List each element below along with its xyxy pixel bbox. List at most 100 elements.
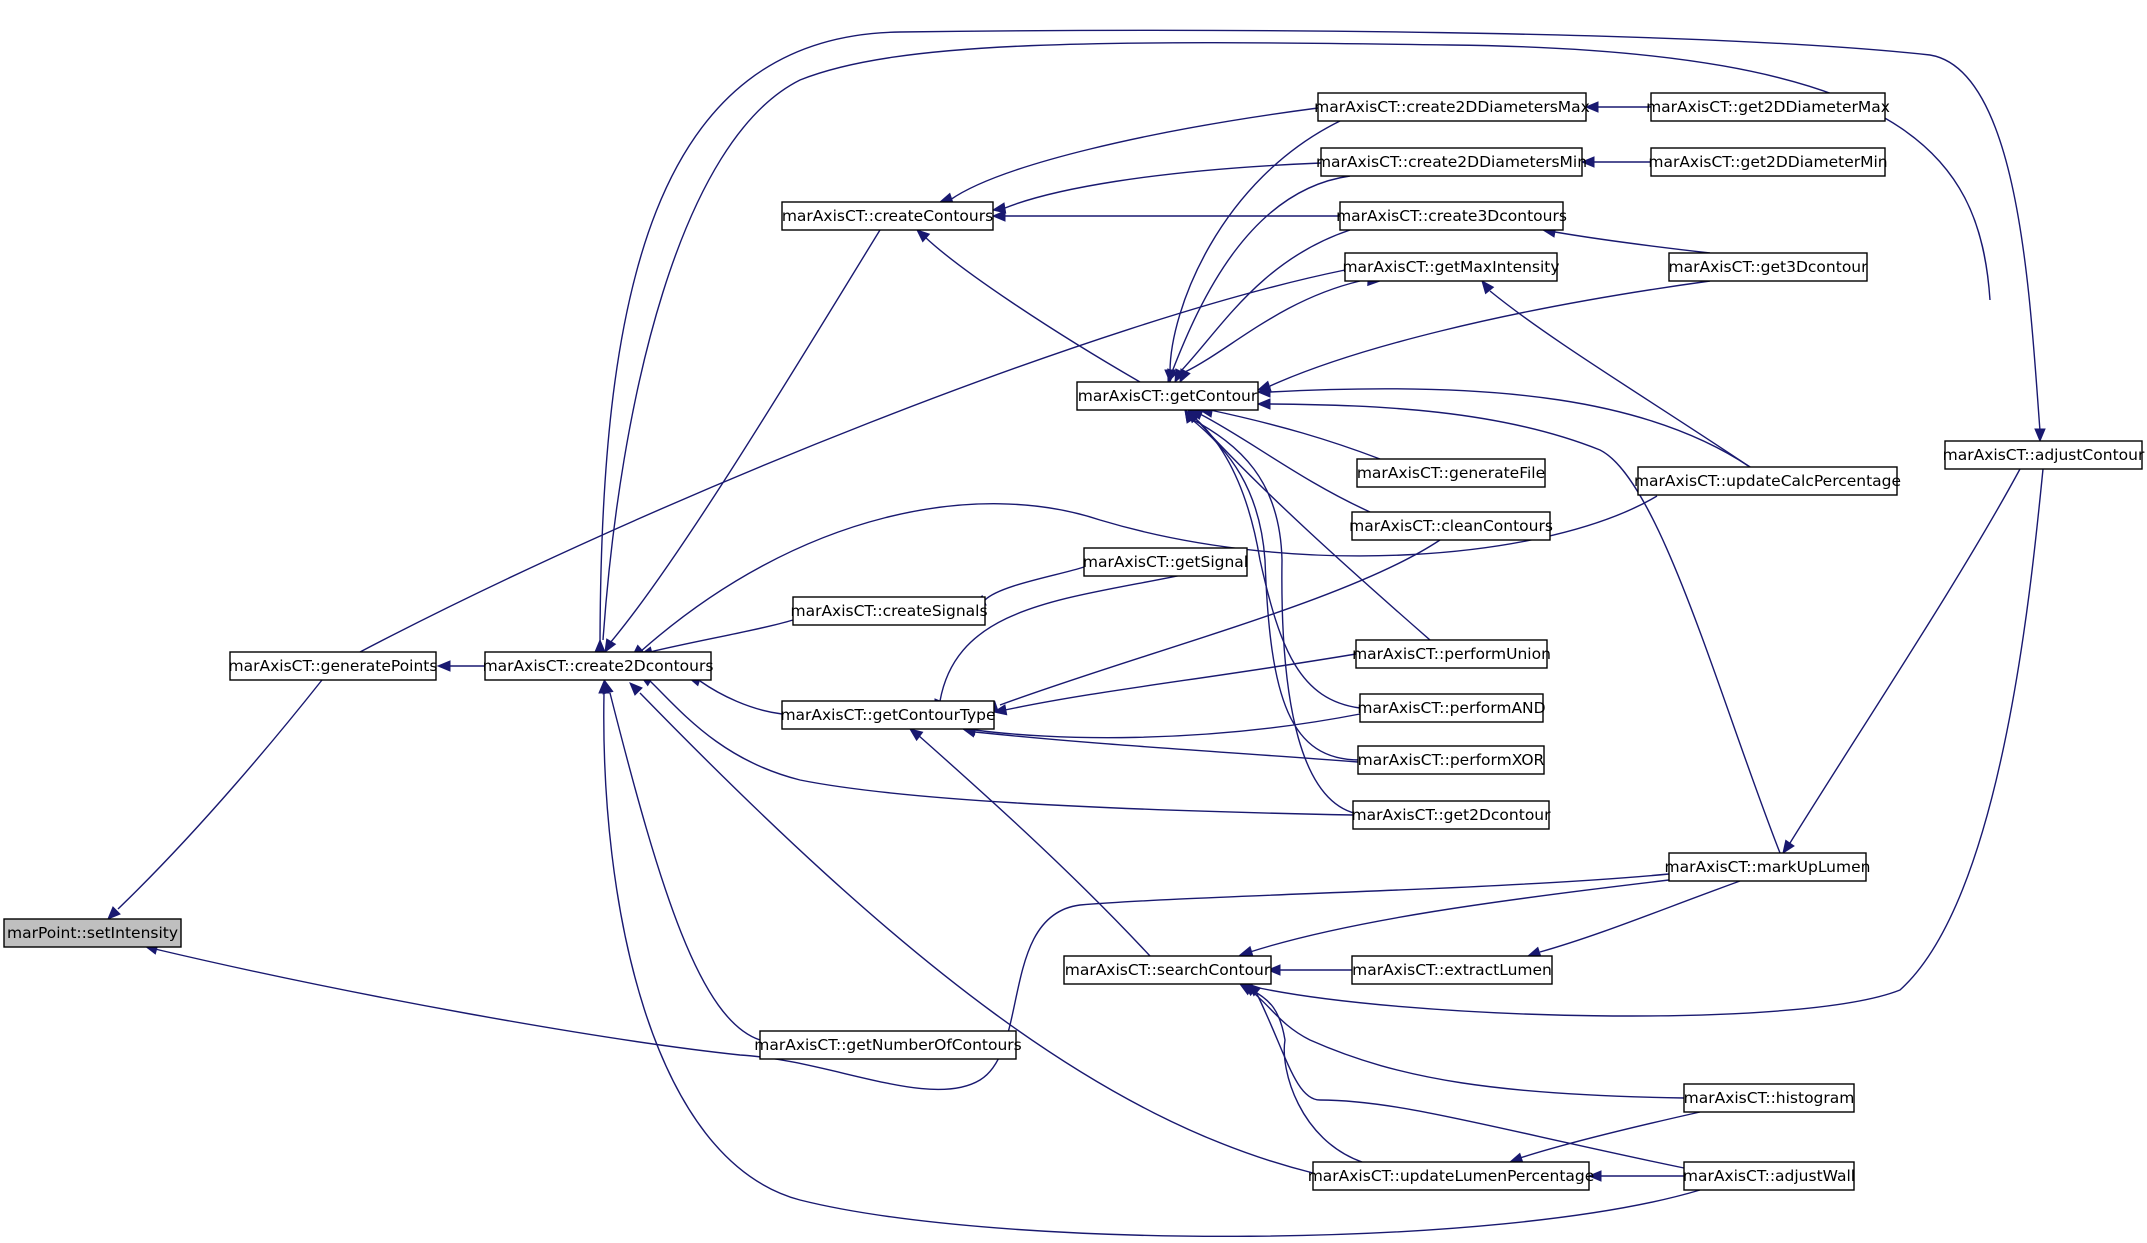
node-create2Dcontours[interactable]: marAxisCT::create2Dcontours [483, 651, 714, 681]
edge-getContourType-searchContour [908, 728, 1151, 957]
node-box[interactable] [1320, 147, 1583, 177]
edge-create2Dcontours-get2Dcontour [638, 674, 1354, 816]
node-create2DDiametersMax[interactable]: marAxisCT::create2DDiametersMax [1314, 92, 1590, 122]
node-box[interactable] [792, 596, 986, 626]
edge-arrowhead [1580, 156, 1595, 168]
edge-line [1249, 989, 1685, 1099]
node-updateLumenPercentage[interactable]: marAxisCT::updateLumenPercentage [1308, 1161, 1595, 1191]
node-searchContour[interactable]: marAxisCT::searchContour [1063, 955, 1272, 985]
node-box[interactable] [1355, 639, 1548, 669]
node-box[interactable] [1650, 92, 1886, 122]
edge-line [1194, 417, 1361, 709]
node-box[interactable] [1076, 381, 1259, 411]
node-box[interactable] [1668, 852, 1867, 882]
node-performAND[interactable]: marAxisCT::performAND [1357, 693, 1546, 723]
edge-arrowhead [1266, 964, 1281, 976]
node-get3Dcontour[interactable]: marAxisCT::get3Dcontour [1668, 252, 1869, 282]
node-performUnion[interactable]: marAxisCT::performUnion [1352, 639, 1551, 669]
edge-arrowhead [1587, 1170, 1602, 1182]
node-label: marAxisCT::getMaxIntensity [1342, 258, 1559, 276]
node-label: marAxisCT::searchContour [1065, 961, 1271, 979]
node-extractLumen[interactable]: marAxisCT::extractLumen [1351, 955, 1553, 985]
edge-line [599, 29, 2041, 653]
node-create3Dcontours[interactable]: marAxisCT::create3Dcontours [1336, 201, 1567, 231]
node-box[interactable] [1083, 547, 1248, 577]
node-box[interactable] [229, 651, 437, 681]
node-getContour[interactable]: marAxisCT::getContour [1076, 381, 1259, 411]
edge-arrowhead [1242, 983, 1258, 997]
node-box[interactable] [1352, 800, 1550, 830]
node-box[interactable] [1317, 92, 1587, 122]
node-box[interactable] [1344, 252, 1558, 282]
edge-arrowhead [1238, 945, 1254, 957]
node-label: marAxisCT::histogram [1684, 1089, 1855, 1107]
edge-updateLumenPercentage-histogram [1508, 1111, 1701, 1164]
node-createContours[interactable]: marAxisCT::createContours [781, 201, 994, 231]
edge-line [602, 42, 1991, 641]
edge-generatePoints-getMaxIntensity [359, 269, 1382, 653]
node-get2DDiameterMax[interactable]: marAxisCT::get2DDiameterMax [1646, 92, 1890, 122]
edge-line [154, 873, 1670, 1091]
node-get2Dcontour[interactable]: marAxisCT::get2Dcontour [1352, 800, 1552, 830]
node-box[interactable] [3, 918, 182, 948]
node-getContourType[interactable]: marAxisCT::getContourType [780, 700, 996, 730]
edge-line [1189, 417, 1361, 761]
node-box[interactable] [781, 700, 995, 730]
node-cleanContours[interactable]: marAxisCT::cleanContours [1349, 511, 1553, 541]
node-generateFile[interactable]: marAxisCT::generateFile [1356, 458, 1546, 488]
node-getNumberOfContours[interactable]: marAxisCT::getNumberOfContours [754, 1030, 1022, 1060]
edge-line [1489, 290, 1751, 468]
node-box[interactable] [1357, 745, 1545, 775]
edge-line [1554, 231, 1711, 254]
edges-layer [107, 29, 2046, 1238]
edge-line [649, 680, 1354, 816]
node-label: marAxisCT::getContour [1078, 387, 1258, 405]
node-adjustWall[interactable]: marAxisCT::adjustWall [1683, 1161, 1855, 1191]
node-label: marAxisCT::adjustWall [1683, 1167, 1855, 1185]
node-performXOR[interactable]: marAxisCT::performXOR [1357, 745, 1545, 775]
edge-line [974, 731, 1359, 763]
edge-arrowhead [908, 728, 924, 742]
node-box[interactable] [1683, 1161, 1855, 1191]
node-box[interactable] [781, 201, 994, 231]
node-box[interactable] [1668, 252, 1868, 282]
node-box[interactable] [1312, 1161, 1590, 1191]
node-box[interactable] [484, 651, 712, 681]
node-setIntensity[interactable]: marPoint::setIntensity [3, 918, 182, 948]
node-box[interactable] [1063, 955, 1272, 985]
edge-line [1254, 989, 1685, 1169]
node-box[interactable] [1351, 511, 1551, 541]
node-histogram[interactable]: marAxisCT::histogram [1683, 1083, 1855, 1113]
node-markUpLumen[interactable]: marAxisCT::markUpLumen [1665, 852, 1871, 882]
edge-arrowhead [1256, 386, 1271, 398]
node-create2DDiametersMin[interactable]: marAxisCT::create2DDiametersMin [1316, 147, 1587, 177]
node-box[interactable] [1356, 458, 1546, 488]
node-adjustContour[interactable]: marAxisCT::adjustContour [1943, 440, 2145, 470]
edge-arrowhead [1782, 839, 1795, 855]
edge-searchContour-extractLumen [1266, 964, 1352, 976]
node-box[interactable] [1650, 147, 1886, 177]
edge-arrowhead [1184, 408, 1197, 424]
node-label: marAxisCT::performXOR [1358, 751, 1545, 769]
edge-arrowhead [436, 660, 451, 672]
node-box[interactable] [1339, 201, 1564, 231]
node-label: marAxisCT::create2DDiametersMax [1314, 98, 1590, 116]
edge-line [939, 559, 1247, 702]
node-updateCalcPercentage[interactable]: marAxisCT::updateCalcPercentage [1634, 466, 1901, 496]
edge-line [1539, 880, 1741, 953]
node-getSignal[interactable]: marAxisCT::getSignal [1083, 547, 1248, 577]
node-box[interactable] [759, 1030, 1017, 1060]
node-box[interactable] [1359, 693, 1544, 723]
node-generatePoints[interactable]: marAxisCT::generatePoints [229, 651, 438, 681]
edge-arrowhead [107, 906, 121, 920]
node-label: marAxisCT::cleanContours [1349, 517, 1553, 535]
edge-create2Dcontours-updateLumenPercentage [629, 682, 1314, 1174]
node-box[interactable] [1944, 440, 2143, 470]
node-box[interactable] [1683, 1083, 1855, 1113]
edge-line [649, 619, 794, 653]
node-getMaxIntensity[interactable]: marAxisCT::getMaxIntensity [1342, 252, 1560, 282]
node-get2DDiameterMin[interactable]: marAxisCT::get2DDiameterMin [1648, 147, 1888, 177]
node-createSignals[interactable]: marAxisCT::createSignals [790, 596, 988, 626]
node-box[interactable] [1351, 955, 1553, 985]
node-box[interactable] [1637, 466, 1898, 496]
